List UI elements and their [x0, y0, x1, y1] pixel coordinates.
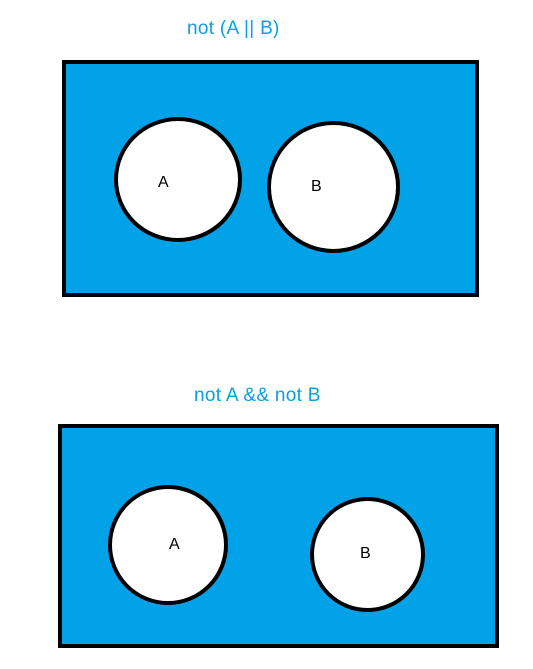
top-universe-rectangle: A B	[62, 60, 479, 297]
bottom-circle-b: B	[310, 497, 425, 612]
top-circle-b: B	[267, 121, 400, 253]
bottom-universe-rectangle: A B	[58, 424, 499, 648]
bottom-circle-a-label: A	[169, 536, 180, 553]
bottom-circle-b-label: B	[360, 545, 371, 562]
top-circle-a-label: A	[158, 174, 169, 191]
top-circle-b-label: B	[311, 178, 322, 195]
bottom-diagram-caption: not A && not B	[194, 385, 321, 406]
top-circle-a: A	[114, 117, 242, 242]
bottom-circle-a: A	[108, 485, 228, 605]
top-diagram-caption: not (A || B)	[187, 18, 280, 39]
